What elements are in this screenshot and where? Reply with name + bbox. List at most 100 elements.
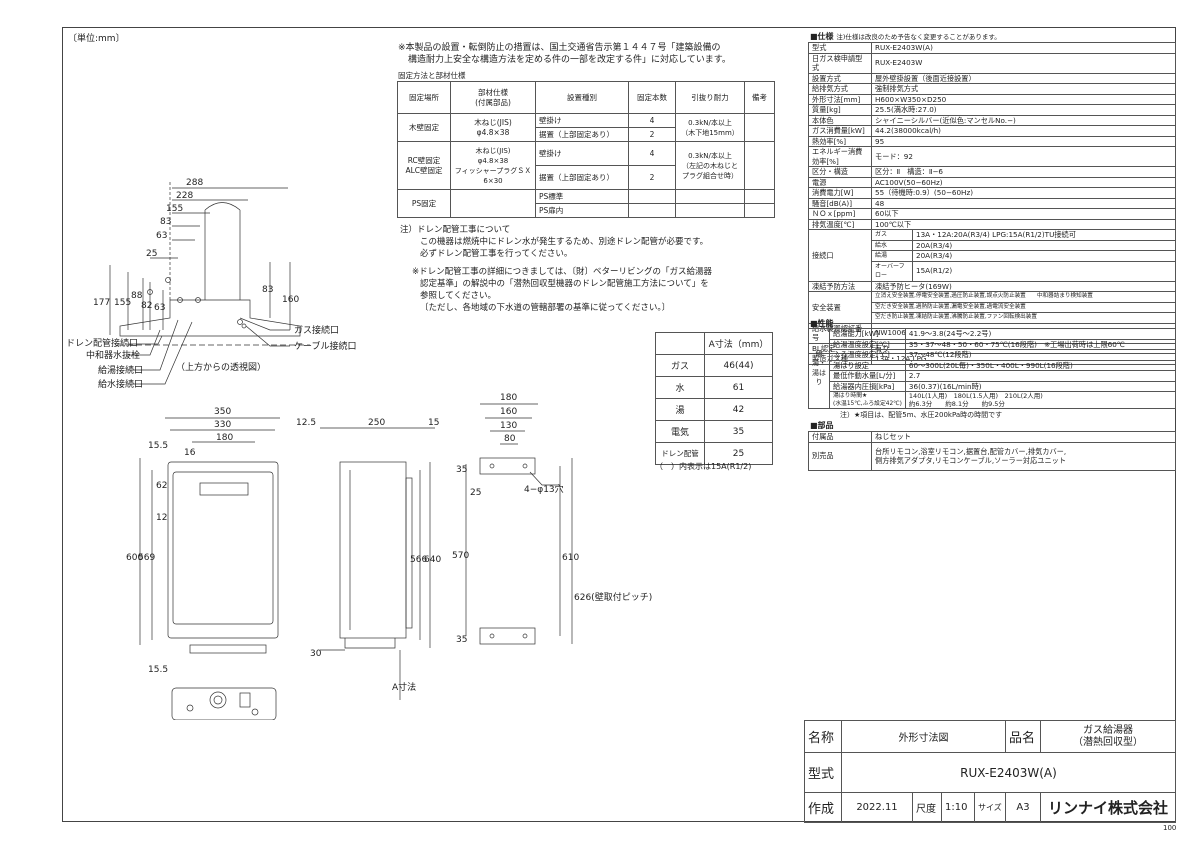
spec-row: 区分・構造区分：Ⅱ 構造：Ⅱ−6 [808, 166, 1176, 178]
spec-value: モード：92 [871, 146, 1176, 167]
drawings: 288 228 155 83 63 25 177 155 88 82 63 83… [66, 178, 652, 720]
drain-note-5: 認定基準」の解説中の「潜熱回収型機器のドレン配管施工方法について」を [420, 279, 709, 289]
spec-label: 熱効率[%] [808, 135, 872, 147]
dim-bracket-25: 25 [470, 488, 481, 498]
spec-row: 給排気方式強制排気方式 [808, 83, 1176, 95]
spec-row: 本体色シャイニーシルバー(近似色:マンセルNo.−) [808, 114, 1176, 126]
perf-label: 給湯温度設定[℃] [829, 338, 906, 350]
fixing-header-place: 固定場所 [397, 81, 451, 114]
dim-top-25: 25 [146, 249, 157, 259]
dim-bracket-626: 626(壁取付ピッチ) [574, 591, 652, 603]
bracket-view-drawing [465, 403, 573, 645]
spec-value: RUX-E2403W [871, 52, 1176, 74]
spec-row: 安全装置立消え安全装置,停電安全装置,過圧防止装置,誤点火防止装置 中和器詰まり… [808, 291, 1176, 324]
dim-bracket-35b: 35 [456, 635, 467, 645]
a-table-note: （ ）内表示は15A(R1/2) [655, 462, 752, 471]
freeze-label: 凍結予防方法 [808, 280, 872, 292]
spec-row: 最低作動水量[L/分]2.7 [809, 370, 1177, 382]
spec-row: ふろ温度設定[℃]37〜48℃(12段階) [809, 349, 1177, 361]
spec-value: 屋外壁掛設置（後面近接設置） [871, 72, 1176, 84]
wood-force: 0.3kN/本以上 （木下地15mm） [675, 113, 745, 142]
spec-row: 騒音[dB(A)]48 [808, 197, 1176, 209]
dim-front-15-5b: 15.5 [148, 665, 168, 675]
parts-value-1: ねじセット [871, 431, 1176, 443]
dim-top-82: 82 [141, 301, 152, 311]
made-label: 作成 [804, 792, 842, 823]
perf-note: 注）★項目は、配管5m、水圧200kPa時の時間です [840, 411, 1003, 419]
dim-front-15-5: 15.5 [148, 441, 168, 451]
title-block: 名称 外形寸法図 品名 ガス給湯器 （潜熱回収型） 型式 RUX-E2403W(… [804, 720, 1176, 823]
connect-label: 接続口 [808, 229, 872, 282]
label-water-inlet: 給水接続口 [98, 378, 143, 390]
parts-table: 付属品 ねじセット 別売品 台所リモコン,浴室リモコン,据置台,配管カバー,排気… [808, 431, 1176, 471]
rc-count-1: 4 [628, 141, 676, 166]
dim-bracket-35: 35 [456, 465, 467, 475]
dim-top-63: 63 [156, 231, 167, 241]
spec-value: H600×W350×D250 [871, 93, 1176, 105]
dim-top-228: 228 [176, 191, 193, 201]
fixing-title: 固定方法と部材仕様 [398, 71, 466, 80]
spec-label: 排気温度[℃] [808, 218, 872, 230]
spec-value: 区分：Ⅱ 構造：Ⅱ−6 [871, 166, 1176, 178]
label-neutralizer: 中和器水抜栓 [86, 349, 140, 361]
dim-top-83: 83 [160, 217, 171, 227]
dim-top-88: 88 [131, 291, 143, 301]
label-hot-outlet: 給湯接続口 [98, 364, 143, 376]
dim-side-570: 570 [452, 551, 469, 561]
perf-label: 給湯能力[kW] [829, 328, 906, 340]
spec-label: 消費電力[W] [808, 187, 872, 199]
connect-value: 20A(R3/4) [912, 250, 1176, 262]
spec-label: 本体色 [808, 114, 872, 126]
connect-value: 15A(R1/2) [912, 260, 1176, 282]
spec-row: 質量[kg]25.5(満水時:27.0) [808, 104, 1176, 116]
spec-label: 日ガス検申請型式 [808, 52, 872, 74]
perf-label: ふろ温度設定[℃] [829, 349, 906, 361]
unit-label: 〔単位:mm〕 [68, 34, 125, 44]
spec-value: 100℃以下 [871, 218, 1176, 230]
spec-value: 95 [871, 135, 1176, 147]
spec-value: シャイニーシルバー(近似色:マンセルNo.−) [871, 114, 1176, 126]
ps-type-2: PS扉内 [535, 203, 629, 218]
spec-row: ガス消費量[kW]44.2(38000kcal/h) [808, 125, 1176, 137]
perf-label: 最低作動水量[L/分] [829, 370, 906, 382]
dim-side-30: 30 [310, 649, 322, 659]
spec-label: 外形寸法[mm] [808, 93, 872, 105]
dim-front-569: 569 [138, 553, 155, 563]
dim-top-177: 177 [93, 298, 110, 308]
dim-front-12: 12 [156, 513, 167, 523]
spec-row: エネルギー消費効率[%]モード：92 [808, 146, 1176, 167]
fixing-header-spec: 部材仕様 (付属部品) [450, 81, 536, 114]
spec-row: 排気温度[℃]100℃以下 [808, 218, 1176, 230]
dim-top-83b: 83 [262, 285, 273, 295]
spec-title-wrap: ■仕様 注)仕様は改良のため予告なく変更することがあります。 [810, 31, 1001, 42]
a-value-water: 61 [704, 376, 773, 399]
connect-value: 13A・12A:20A(R3/4) LPG:15A(R1/2)TU接続可 [912, 229, 1176, 241]
a-label-drain: ドレン配管 [655, 442, 705, 465]
dim-side-640: 640 [424, 555, 441, 565]
spec-title: ■仕様 [810, 32, 834, 41]
spec-note: 注)仕様は改良のため予告なく変更することがあります。 [836, 33, 1001, 41]
label-gas: ガス接続口 [294, 324, 339, 336]
bracket-hole-label: 4−φ13穴 [524, 483, 564, 495]
spec-label: ガス消費量[kW] [808, 125, 872, 137]
connect-sub: オーバーフロー [871, 260, 913, 282]
perf-value: 60〜300L(20L毎)・350L・400L・990L(16段階) [904, 359, 1177, 371]
size-label: サイズ [974, 792, 1006, 823]
fill-label: 湯はり時間★ (水温15℃,ふろ設定42℃) [829, 391, 906, 409]
connect-value: 20A(R3/4) [912, 239, 1176, 251]
spec-value: 44.2(38000kcal/h) [871, 125, 1176, 137]
connect-sub: 給水 [871, 239, 913, 251]
drain-note-7: 〔ただし、各地域の下水道の管轄部署の基準に従ってください。〕 [420, 303, 671, 313]
spec-label: 区分・構造 [808, 166, 872, 178]
spec-row: 給湯器内圧損[kPa]36(0.37)(16L/min時) [809, 380, 1177, 392]
top-view-caption: （上方からの透視図） [176, 361, 266, 373]
spec-row: 外形寸法[mm]H600×W350×D250 [808, 93, 1176, 105]
spec-value: 強制排気方式 [871, 83, 1176, 95]
dim-side-12-5: 12.5 [296, 418, 316, 428]
